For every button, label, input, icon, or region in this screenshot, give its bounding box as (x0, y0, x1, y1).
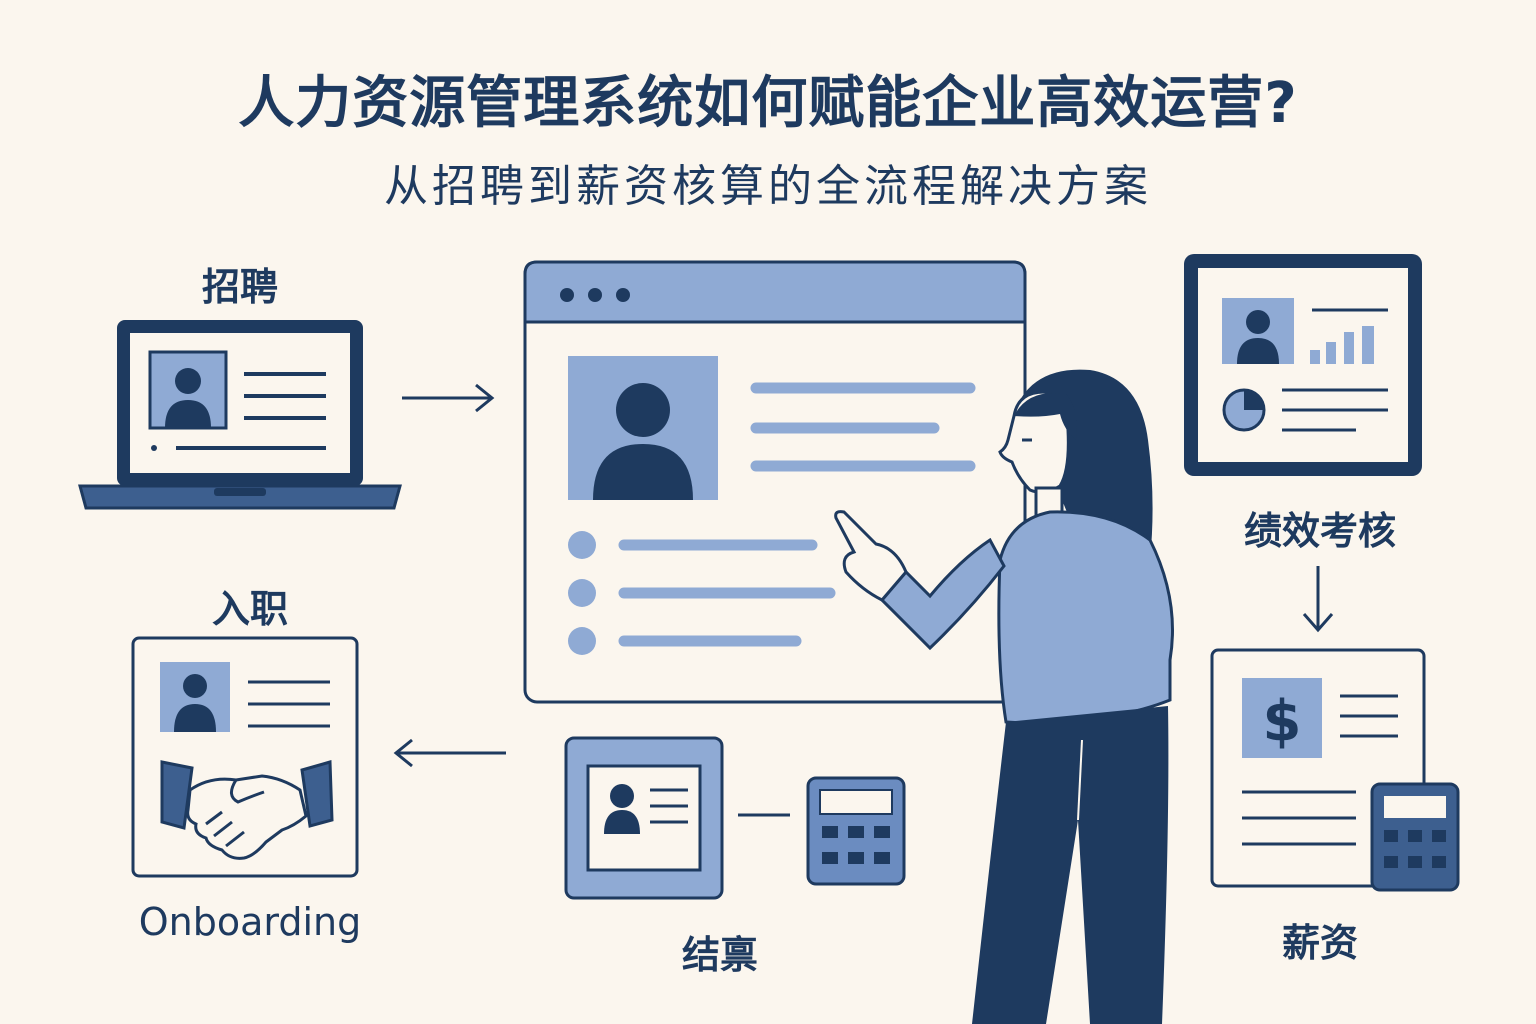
presenter-woman-figure (834, 369, 1174, 1024)
arrow-right-icon (402, 383, 495, 413)
label-settle: 结禀 (681, 933, 758, 977)
label-payroll: 薪资 (1281, 921, 1358, 965)
label-performance: 绩效考核 (1243, 509, 1396, 553)
arrow-left-icon (393, 738, 506, 768)
settlement-calculator-icon (806, 776, 906, 886)
dollar-icon: $ (1263, 689, 1302, 754)
central-dashboard-window (523, 260, 1027, 704)
label-onboard-en: Onboarding (138, 900, 362, 944)
settlement-card-icon (564, 736, 724, 900)
handshake-icon (160, 760, 334, 860)
page-subtitle: 从招聘到薪资核算的全流程解决方案 (384, 161, 1152, 212)
arrow-down-icon (1302, 566, 1334, 633)
recruit-laptop-icon (78, 320, 402, 510)
payroll-calculator-icon (1370, 782, 1460, 892)
label-recruit: 招聘 (201, 265, 278, 309)
page-title: 人力资源管理系统如何赋能企业高效运营? (238, 71, 1298, 136)
performance-tablet-icon (1184, 254, 1422, 476)
label-onboard: 入职 (211, 587, 288, 631)
